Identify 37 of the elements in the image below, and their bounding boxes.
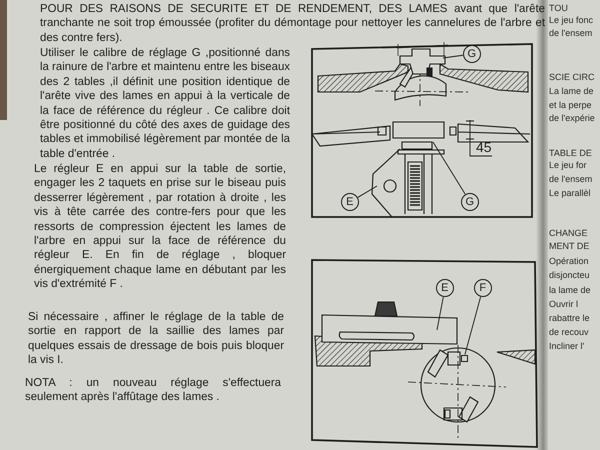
cut-off-text: TABLE DE: [549, 148, 592, 158]
callout-letter: F: [474, 278, 492, 297]
cut-off-text: de l'expérie: [549, 113, 595, 123]
paragraph: NOTA : un nouveau réglage s'effectuera seulement après l'affûtage des lames .: [25, 376, 281, 405]
cut-off-text: rabattre le: [549, 313, 590, 323]
cut-off-text: CHANGE: [549, 228, 588, 238]
cut-off-text: Incliner l': [549, 341, 584, 351]
cut-off-text: disjoncteu: [549, 270, 590, 280]
cut-off-text: Opération: [549, 256, 589, 266]
cut-off-text: de l'ensem: [549, 174, 592, 184]
cut-off-text: Le jeu for: [549, 160, 587, 170]
cut-off-text: TOU: [549, 3, 568, 13]
leader-line: [357, 186, 378, 198]
cut-off-text: MENT DE: [549, 241, 590, 251]
paragraph: Utiliser le calibre de réglage G ,positionné dans la rainure de l'arbre et maintenu entre les biseaux des 2 tables ,il définit une position identique de l'arête vive des lames en appui à la verticale de la face de référence du régleur . Ce calibre doit être positionné du côté des axes de guidage des tables et immobilisé légèrement par montée de la table d'entrée .: [40, 46, 290, 162]
cut-off-text: la lame de: [549, 285, 591, 295]
cut-off-text: La lame de: [549, 86, 594, 96]
cut-off-text: Le jeu fonc: [549, 15, 594, 25]
screw-head: [460, 354, 468, 362]
paragraph: POUR DES RAISONS DE SECURITE ET DE RENDEMENT, DES LAMES avant que l'arête tranchante ne soit trop émoussée (profiter du démontage pour nettoyer les cannelures de l'arbre et des contre fers).: [40, 2, 545, 46]
cut-off-text: Ouvrir l: [549, 299, 578, 309]
leader-line: [464, 296, 482, 355]
cut-off-text: de l'ensem: [549, 28, 592, 38]
cut-off-text: SCIE CIRC: [549, 72, 595, 82]
leader-line: [442, 54, 464, 58]
callout-letter: G: [460, 192, 479, 211]
leader-line: [436, 296, 444, 330]
leader-line: [432, 142, 466, 195]
paragraph: Le régleur E en appui sur la table de sortie, engager les 2 taquets en prise sur le biseau puis desserrer légèrement , par rotation à droite , les vis à tête carrée des contre-fers pour que les ressorts de compression éjectent les lames de l'arbre en appui sur la face de référence du régleur E. En fin de réglage , bloquer énergiquement chaque lame en débutant par les vis d'extrémité F .: [34, 162, 286, 292]
cut-off-text: de recouv: [549, 327, 589, 337]
paragraph: Si nécessaire , affiner le réglage de la table de sortie en rapport de la saillie des lames par quelques essais de dressage de bois puis bloquer la vis I.: [28, 310, 284, 368]
cut-off-text: Le parallèl: [549, 188, 591, 198]
callout-letter: G: [462, 44, 481, 63]
callout-letter: E: [436, 278, 454, 297]
callout-letter: E: [340, 192, 359, 211]
dimension-value: 45: [476, 140, 493, 154]
cut-off-text: et la perpe: [549, 100, 592, 110]
